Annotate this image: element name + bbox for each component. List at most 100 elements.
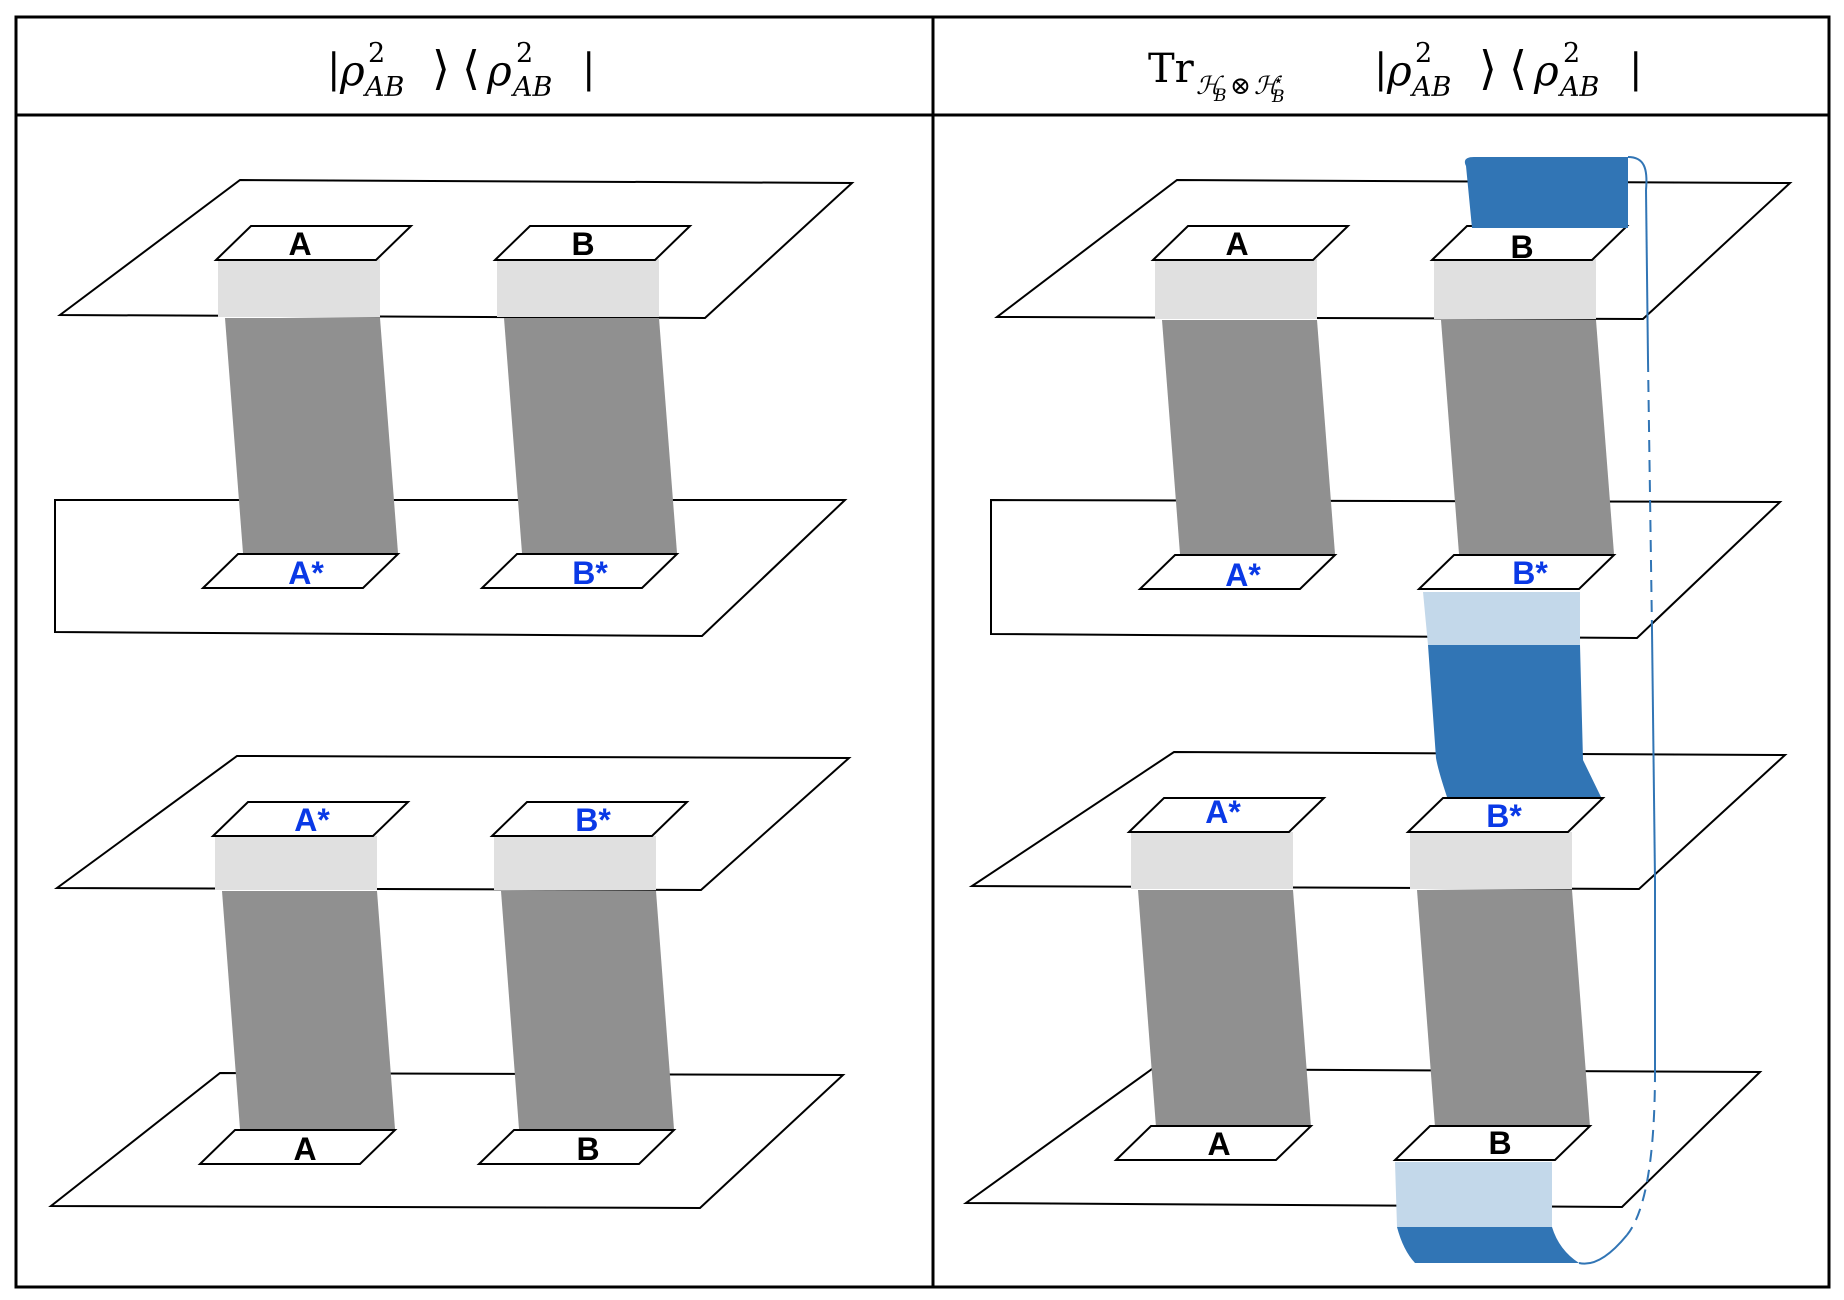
bra-power: 2 bbox=[516, 38, 533, 69]
leg-b bbox=[1441, 320, 1614, 554]
leg-b bbox=[504, 318, 677, 553]
traced-b-leg bbox=[1395, 156, 1656, 1265]
right-panel: A B A* B* A* bbox=[962, 156, 1793, 1265]
traced-bottom-shade bbox=[1395, 1162, 1552, 1227]
port-label: B* bbox=[572, 555, 608, 591]
lower-plane bbox=[962, 1067, 1763, 1209]
traced-middle-shade bbox=[1423, 592, 1580, 645]
ket-rho: ρ bbox=[339, 46, 365, 95]
traced-middle-band bbox=[1428, 645, 1601, 797]
port-b-outline bbox=[1392, 1125, 1593, 1161]
trace-space-1-index: B bbox=[1213, 86, 1227, 106]
leg-a-star bbox=[222, 891, 395, 1129]
port-label: A* bbox=[1225, 557, 1261, 593]
upper-plane bbox=[968, 750, 1788, 891]
plane-port-a: A bbox=[213, 225, 414, 262]
port-label: A bbox=[1207, 1126, 1230, 1162]
port-label: A* bbox=[294, 802, 330, 838]
panel-frame bbox=[14, 15, 1831, 1289]
port-label: A* bbox=[1205, 794, 1241, 830]
upper-plane bbox=[53, 754, 852, 892]
ket-open-bar: | bbox=[1374, 46, 1387, 92]
port-label: B bbox=[576, 1131, 599, 1167]
port-label: A bbox=[293, 1131, 316, 1167]
bra-subscript: AB bbox=[1557, 72, 1599, 103]
ket-subscript: AB bbox=[362, 72, 404, 103]
port-b-star-outline bbox=[479, 553, 680, 589]
upper-plane bbox=[57, 178, 855, 320]
port-b-outline bbox=[492, 225, 693, 261]
leg-b-star-shade bbox=[494, 836, 656, 890]
bottom-state-block: A* B* A B bbox=[48, 754, 852, 1210]
trace-space-1: ℋ bbox=[1196, 71, 1225, 100]
plane-port-a-star: A* bbox=[200, 553, 401, 591]
plane-port-b-star: B* bbox=[1416, 554, 1617, 591]
ket-close-angle: ⟩ bbox=[432, 41, 450, 95]
ket-rho: ρ bbox=[1386, 46, 1412, 95]
plane-port-a: A bbox=[1150, 225, 1351, 262]
plane-port-a: A bbox=[197, 1129, 398, 1167]
plane-port-b-star: B* bbox=[1405, 797, 1606, 834]
leg-b-star bbox=[1417, 890, 1590, 1127]
upper-plane bbox=[994, 178, 1793, 321]
plane-port-b-star: B* bbox=[479, 553, 680, 591]
leg-a bbox=[225, 318, 398, 553]
ket-open-bar: | bbox=[327, 46, 340, 92]
header-right: Tr ℋ B ⊗ ℋ B ⋆ | ρ 2 AB ⟩ ⟨ ρ 2 AB | bbox=[1148, 38, 1642, 107]
plane-port-b: B bbox=[1392, 1125, 1593, 1161]
leg-b-shade bbox=[1434, 259, 1596, 319]
port-label: B bbox=[571, 226, 594, 262]
leg-b-star bbox=[501, 891, 674, 1129]
ket-close-angle: ⟩ bbox=[1479, 41, 1497, 95]
bra-close-bar: | bbox=[1629, 46, 1642, 92]
plane-port-b: B bbox=[1429, 225, 1630, 265]
leg-a-star-shade bbox=[215, 836, 377, 890]
port-b-star-outline bbox=[489, 801, 690, 837]
port-a-star-outline bbox=[210, 801, 411, 837]
bra-rho: ρ bbox=[1533, 46, 1559, 95]
top-state-block: A B A* B* bbox=[990, 178, 1793, 640]
lower-plane bbox=[990, 498, 1783, 640]
port-a-star-outline bbox=[200, 553, 401, 589]
port-label: A* bbox=[288, 555, 324, 591]
port-b-star-outline bbox=[1416, 554, 1617, 590]
port-a-outline bbox=[213, 225, 414, 261]
plane-port-b-star: B* bbox=[489, 801, 690, 838]
port-a-star-outline bbox=[1126, 797, 1327, 833]
port-label: B* bbox=[1512, 555, 1548, 591]
plane-port-a-star: A* bbox=[210, 801, 411, 838]
port-a-outline bbox=[1113, 1125, 1314, 1161]
port-b-star-outline bbox=[1405, 797, 1606, 833]
outer-border bbox=[14, 15, 1831, 1289]
traced-bottom-band bbox=[1397, 1227, 1579, 1263]
lower-plane bbox=[48, 1071, 846, 1210]
ket-power: 2 bbox=[1415, 38, 1432, 69]
port-label: A bbox=[1225, 226, 1248, 262]
ket-subscript: AB bbox=[1409, 72, 1451, 103]
traced-closing-curve bbox=[1578, 1234, 1628, 1265]
leg-a-shade bbox=[1155, 259, 1317, 319]
leg-a bbox=[1162, 320, 1335, 554]
port-label: B* bbox=[575, 802, 611, 838]
plane-port-a-star: A* bbox=[1137, 554, 1338, 593]
traced-top-curve bbox=[1627, 156, 1648, 191]
port-b-outline bbox=[476, 1129, 677, 1165]
leg-b-star-shade bbox=[1410, 832, 1572, 889]
traced-closing-line bbox=[1645, 189, 1649, 361]
plane-port-b: B bbox=[476, 1129, 677, 1167]
port-a-star-outline bbox=[1137, 554, 1338, 590]
leg-a-star bbox=[1138, 890, 1311, 1127]
ket-power: 2 bbox=[368, 38, 385, 69]
trace-space-2-star: ⋆ bbox=[1273, 71, 1284, 91]
header-left: | ρ 2 AB ⟩ ⟨ ρ 2 AB | bbox=[327, 38, 595, 103]
bottom-state-block: A* B* A B bbox=[962, 750, 1788, 1209]
traced-closing-line bbox=[1651, 629, 1656, 881]
lower-plane bbox=[54, 499, 848, 638]
port-label: B bbox=[1510, 229, 1533, 265]
plane-port-b: B bbox=[492, 225, 693, 262]
leg-b-shade bbox=[497, 259, 659, 317]
port-a-outline bbox=[197, 1129, 398, 1165]
top-state-block: A B A* B* bbox=[54, 178, 855, 638]
